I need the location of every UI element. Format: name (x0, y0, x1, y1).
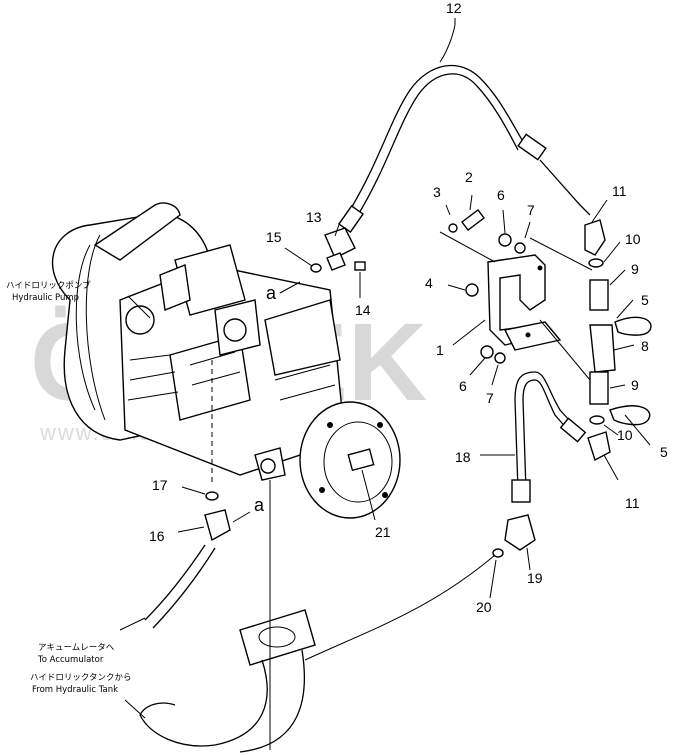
clip-5-low (609, 405, 651, 426)
callout-14: 14 (355, 302, 371, 318)
callout-2: 2 (465, 169, 473, 185)
callout-12: 12 (446, 0, 462, 16)
callouts: 12 3 2 6 7 13 15 14 4 1 6 7 11 10 9 5 8 … (149, 0, 668, 615)
callout-7-top: 7 (527, 202, 535, 218)
pump-top-arm (93, 202, 181, 261)
callout-7-low: 7 (486, 390, 494, 406)
connector-9-top (589, 279, 609, 311)
callout-10-top: 10 (625, 231, 641, 247)
callout-15: 15 (266, 229, 282, 245)
accum-label-jp: アキュームレータへ (38, 643, 115, 653)
notes: ハイドロリックポンプ Hydraulic Pump アキュームレータへ To A… (6, 281, 132, 695)
elbow-11-top (584, 219, 606, 256)
callout-21: 21 (375, 524, 391, 540)
nut-4 (465, 283, 479, 297)
callout-3: 3 (433, 184, 441, 200)
hydraulic-pump (51, 202, 401, 519)
o-ring-17 (205, 491, 219, 501)
suction-flange (239, 609, 316, 666)
marker-a-low: a (254, 495, 265, 515)
bolt-2 (461, 209, 485, 231)
washer-7-top (514, 242, 526, 254)
elbow-11-low (587, 431, 611, 462)
callout-9-top: 9 (631, 261, 639, 277)
callout-17: 17 (152, 477, 168, 493)
elbow-19 (504, 514, 536, 551)
washer-3 (448, 223, 458, 233)
nut-6-top (498, 233, 512, 247)
o-ring-20 (492, 548, 504, 558)
flange-port (347, 448, 375, 472)
o-ring-10-top (588, 258, 604, 268)
washer-7-low (494, 352, 506, 364)
o-ring-10-low (589, 415, 605, 425)
callout-1: 1 (436, 342, 444, 358)
callout-6-top: 6 (497, 187, 505, 203)
callout-16: 16 (149, 528, 165, 544)
callout-19: 19 (527, 570, 543, 586)
callout-5-low: 5 (660, 444, 668, 460)
clip-5-top (614, 316, 652, 336)
connector-9-low (589, 371, 609, 405)
callout-20: 20 (476, 599, 492, 615)
tank-label-jp: ハイドロリックタンクから (30, 673, 132, 683)
accum-label-en: To Accumulator (37, 655, 104, 665)
callout-9-low: 9 (631, 377, 639, 393)
pump-label-jp: ハイドロリックポンプ (6, 281, 91, 291)
callout-10-low: 10 (617, 427, 633, 443)
callout-13: 13 (306, 209, 322, 225)
callout-5-top: 5 (641, 292, 649, 308)
tank-label-en: From Hydraulic Tank (32, 685, 118, 695)
o-ring-15 (310, 263, 322, 273)
bracket-1 (439, 231, 562, 351)
pump-label-en: Hydraulic Pump (12, 293, 79, 303)
marker-a-top: a (266, 283, 277, 303)
fitting-13 (324, 227, 356, 259)
callout-11-top: 11 (612, 183, 627, 199)
accumulator-hose (144, 544, 216, 629)
callout-11-low: 11 (625, 495, 640, 511)
callout-18: 18 (455, 449, 471, 465)
suction-pipe (139, 554, 496, 753)
fitting-16 (204, 509, 231, 542)
valve-stack (529, 219, 652, 462)
valve-8 (589, 324, 616, 373)
callout-8: 8 (641, 338, 649, 354)
plug-14 (354, 261, 366, 271)
hose-18 (511, 371, 587, 503)
hose-12 (337, 64, 591, 234)
hose-18-end (511, 479, 531, 503)
hose-12-end-a (517, 133, 547, 161)
leader-lines (119, 18, 651, 719)
callout-4: 4 (425, 275, 433, 291)
callout-6-low: 6 (459, 378, 467, 394)
nut-6-low (480, 345, 494, 359)
